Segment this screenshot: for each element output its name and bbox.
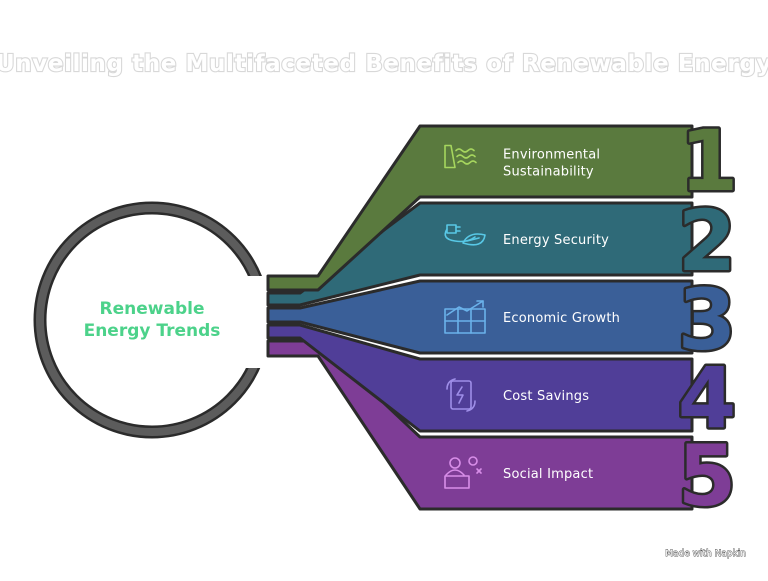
- benefit-number-3: 3: [678, 271, 736, 369]
- benefit-number-5: 5: [678, 427, 736, 525]
- benefit-label-1-line1: Environmental: [503, 148, 600, 163]
- plug-leaf-icon: [444, 224, 486, 246]
- benefit-item-4: 4 Cost Savings: [266, 323, 739, 450]
- benefit-number-1: 1: [680, 112, 738, 210]
- benefit-number-4: 4: [678, 349, 736, 447]
- benefit-band-4: [266, 323, 694, 433]
- benefit-number-2: 2: [678, 192, 736, 290]
- benefit-item-2: 2 Energy Security: [266, 190, 739, 307]
- benefit-band-1: [266, 124, 694, 292]
- benefit-item-5: 5 Social Impact: [266, 339, 739, 528]
- center-hub: [33, 201, 276, 439]
- benefit-label-5: Social Impact: [503, 467, 593, 482]
- community-icon: [444, 456, 482, 489]
- benefit-label-4: Cost Savings: [503, 389, 589, 404]
- watermark: Made with Napkin: [665, 549, 746, 559]
- benefit-label-2: Energy Security: [503, 233, 609, 248]
- center-label-line1: Renewable: [100, 299, 205, 319]
- growth-grid-icon: [444, 300, 486, 334]
- page-title: Unveiling the Multifaceted Benefits of R…: [0, 51, 768, 77]
- battery-cycle-icon: [446, 378, 476, 412]
- benefit-label-3: Economic Growth: [503, 311, 620, 326]
- benefit-item-3: 3 Economic Growth: [266, 269, 739, 372]
- dam-water-icon: [444, 144, 477, 169]
- benefit-label-1-line2: Sustainability: [503, 165, 594, 180]
- center-label-line2: Energy Trends: [84, 321, 221, 341]
- benefit-band-3: [266, 279, 694, 355]
